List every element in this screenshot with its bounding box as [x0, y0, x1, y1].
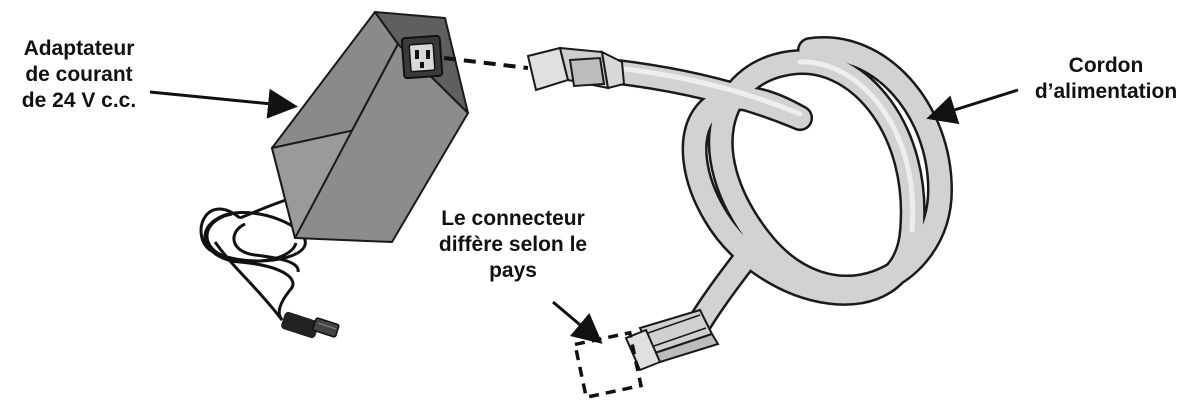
adapter-label-line-2: de courant: [25, 63, 133, 86]
power-cord: [587, 36, 954, 353]
adapter-label-line-1: Adaptateur: [23, 37, 135, 60]
iec-inlet: [400, 34, 444, 80]
adapter-label-line-3: de 24 V c.c.: [21, 89, 137, 112]
cord-pointer-arrow: [926, 88, 1019, 125]
connector-label-line-2: diffère selon le: [438, 233, 588, 256]
cord-label-line-1: Cordon: [1068, 54, 1144, 77]
cord-iec-plug: [526, 46, 626, 92]
barrel-plug: [281, 311, 340, 339]
adapter-label: Adaptateur de courant de 24 V c.c.: [4, 36, 154, 114]
connector-dashed-outline: [572, 330, 644, 400]
adapter-pointer-arrow: [149, 88, 298, 119]
connector-pointer-arrow: [552, 300, 603, 344]
cord-label: Cordon d’alimentation: [1020, 53, 1192, 105]
country-plug: [624, 308, 720, 372]
connector-label-line-1: Le connecteur: [441, 207, 585, 230]
connector-label-line-3: pays: [489, 259, 537, 282]
cord-label-line-2: d’alimentation: [1034, 80, 1178, 103]
dc-output-cable: [199, 196, 307, 321]
connector-label: Le connecteur diffère selon le pays: [418, 206, 608, 284]
power-adapter-body: [271, 11, 469, 243]
connection-dashed-line: [443, 56, 529, 70]
